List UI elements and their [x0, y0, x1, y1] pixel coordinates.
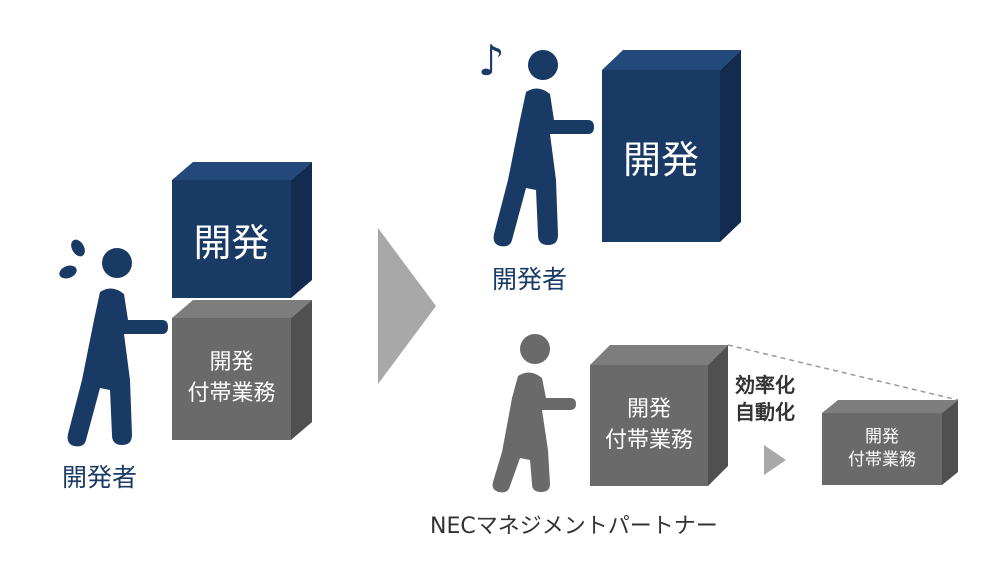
support-box-big-line1: 開発: [626, 396, 671, 422]
dev-box-right: [602, 50, 741, 242]
efficiency-label: 効率化 自動化: [735, 372, 795, 426]
dev-box-left: [172, 162, 312, 298]
developer-figure-right: [493, 50, 594, 247]
support-box-small-line2: 付帯業務: [848, 450, 916, 470]
partner-label: NECマネジメントパートナー: [430, 514, 718, 539]
sweat-drops-icon: [59, 239, 85, 279]
music-note-icon: ♪: [478, 36, 505, 85]
efficiency-line2: 自動化: [735, 400, 795, 424]
support-box-big-label: 開発 付帯業務: [590, 365, 708, 486]
efficiency-line1: 効率化: [735, 373, 795, 397]
dev-box-left-text: 開発: [193, 220, 270, 265]
support-box-small-line1: 開発: [865, 427, 899, 448]
shrink-guide-line: [727, 344, 959, 401]
transition-arrow: [378, 228, 436, 384]
dev-box-right-label: 開発: [602, 70, 720, 242]
dev-box-left-label: 開発: [172, 180, 291, 298]
developer-label-left: 開発者: [62, 463, 138, 492]
support-box-left-line2: 付帯業務: [187, 381, 276, 406]
developer-figure-left: [67, 248, 168, 447]
partner-figure: [492, 334, 576, 493]
support-box-big-line2: 付帯業務: [604, 427, 693, 453]
support-box-big: [590, 345, 728, 486]
support-box-small: [822, 400, 958, 485]
dev-box-right-text: 開発: [622, 137, 699, 182]
developer-label-right: 開発者: [492, 265, 568, 294]
support-box-left-line1: 開発: [209, 350, 254, 376]
support-box-small-label: 開発 付帯業務: [822, 413, 942, 485]
support-box-left-label: 開発 付帯業務: [172, 318, 291, 440]
support-box-left: [172, 300, 312, 440]
small-arrow: [764, 445, 786, 475]
